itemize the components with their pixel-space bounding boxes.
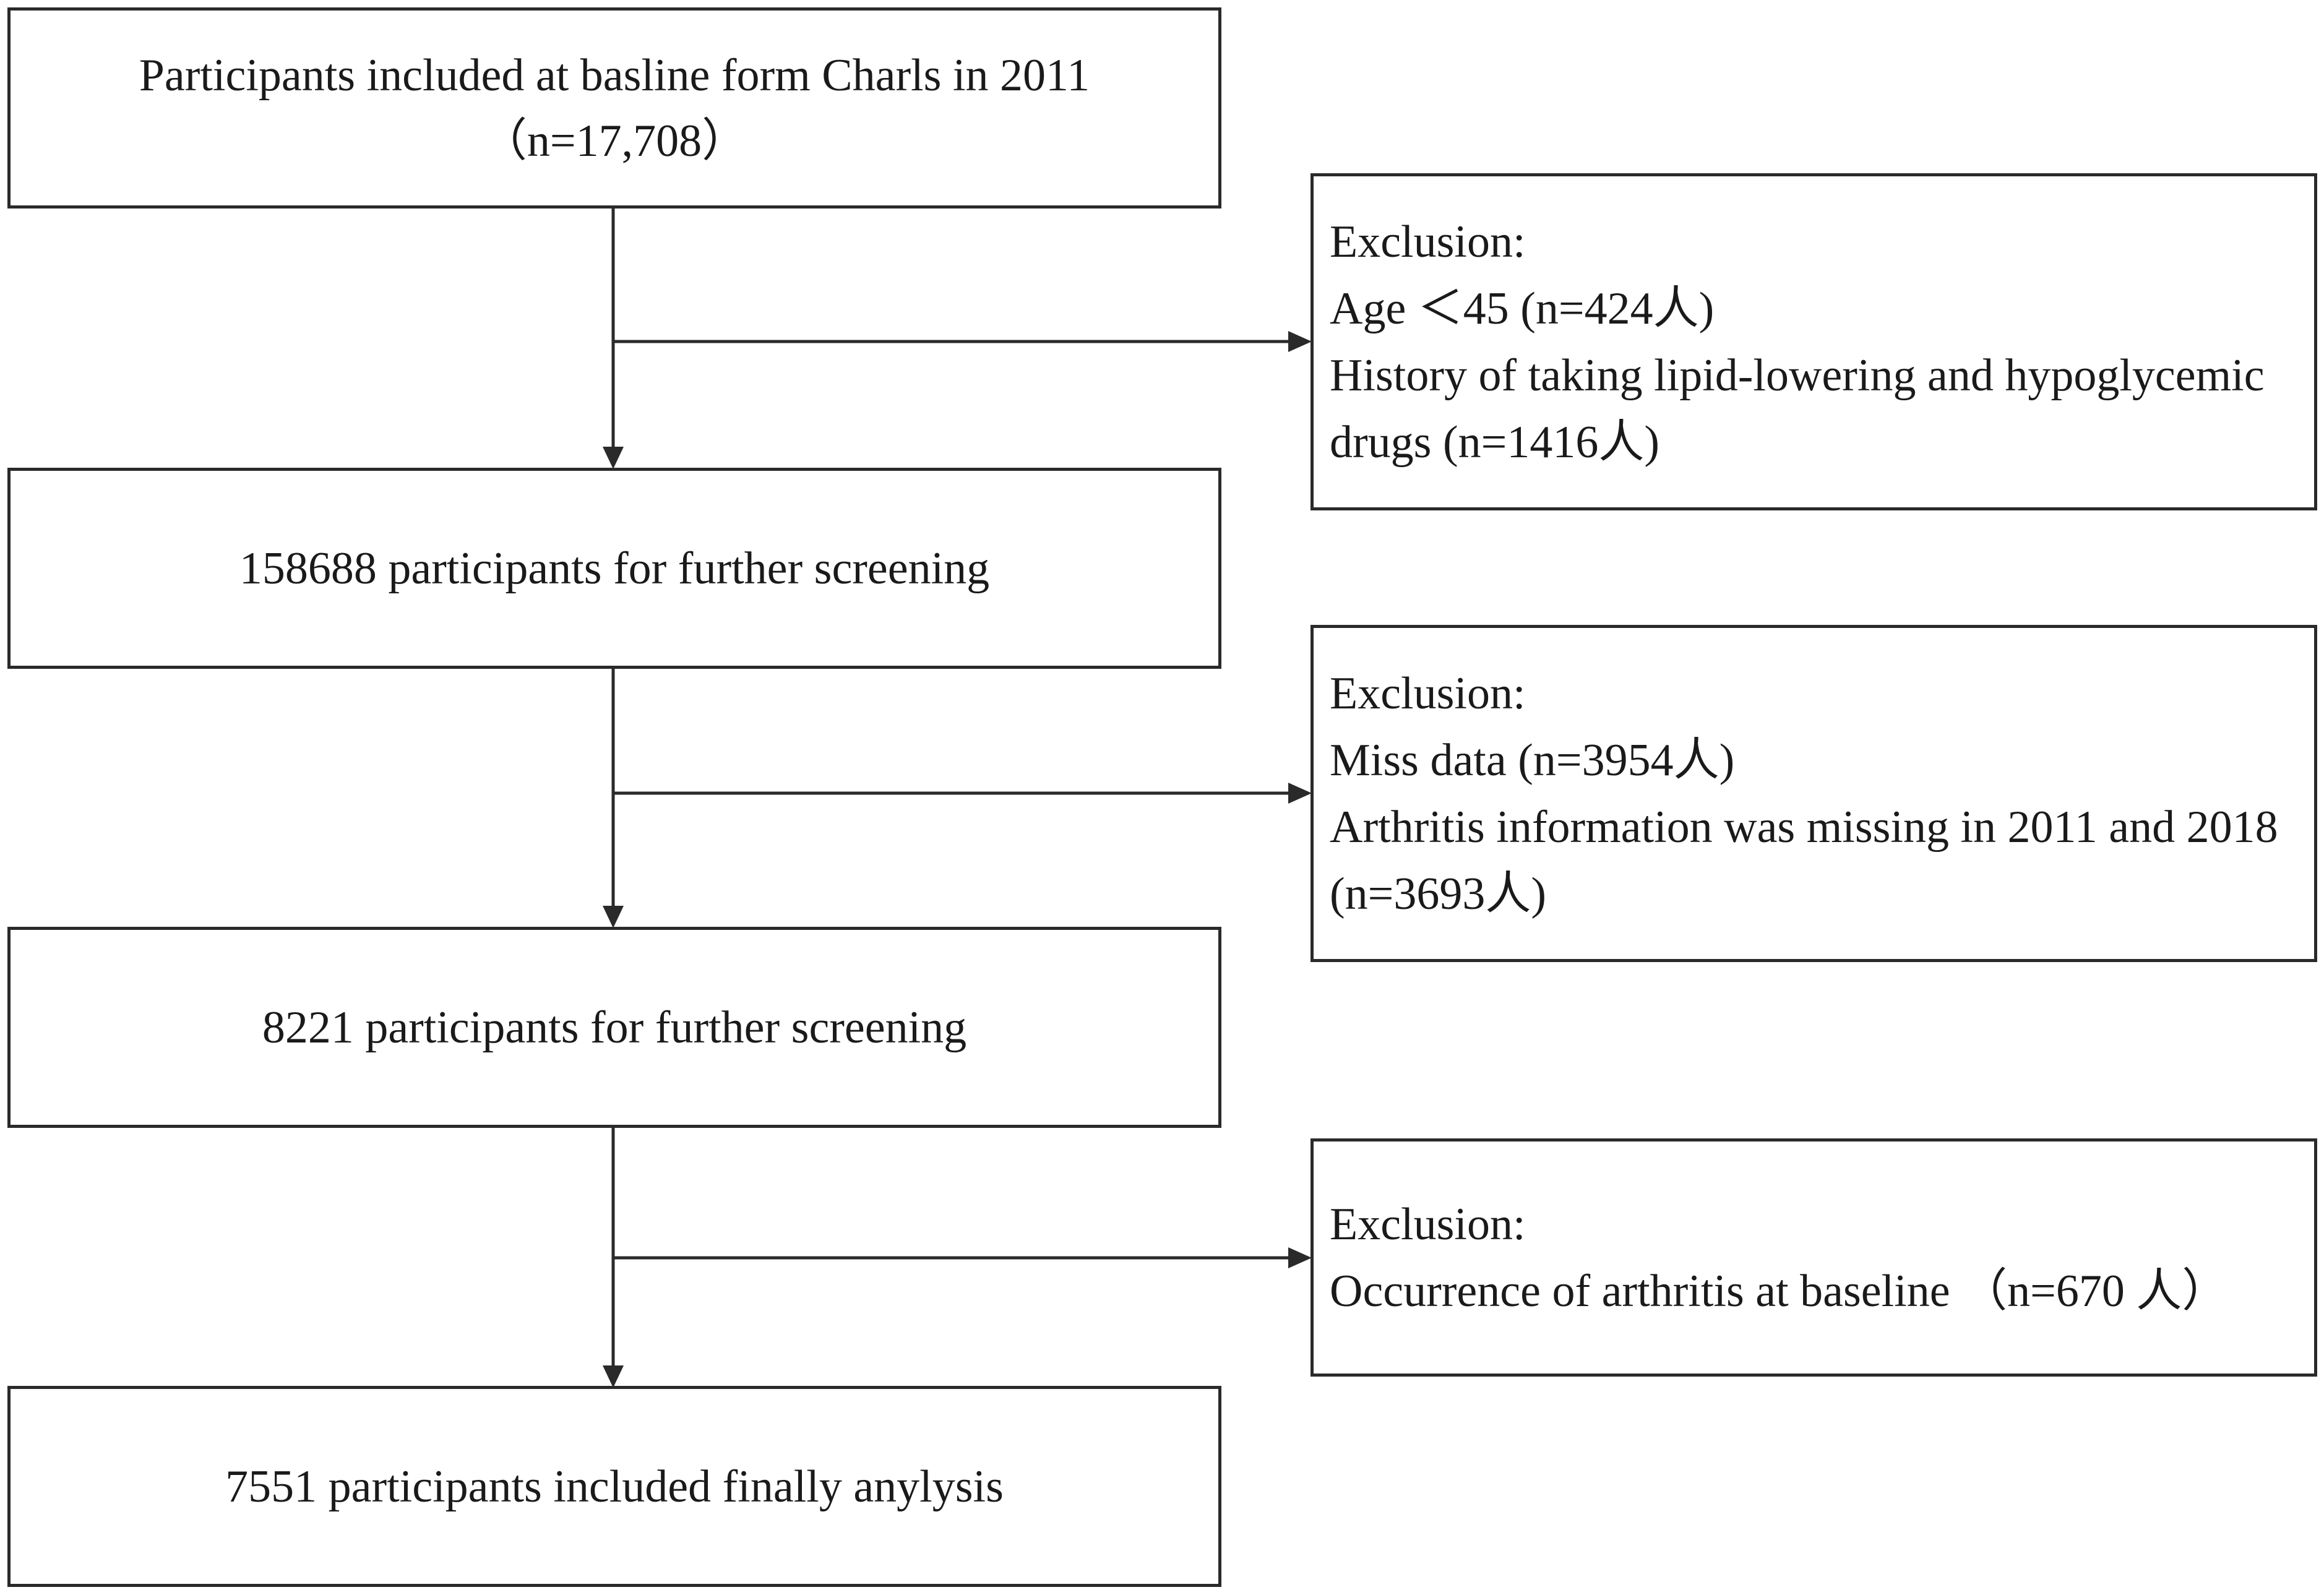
step-screening-1-text: 158688 participants for further screenin… [239,543,990,594]
step-screening-2-text: 8221 participants for further screening [262,1002,967,1053]
step-final-text: 7551 participants included finally anyly… [225,1461,1004,1512]
step-box-screening-1: 158688 participants for further screenin… [7,468,1221,669]
step-box-final: 7551 participants included finally anyly… [7,1386,1221,1587]
step-baseline-count: （n=17,708） [481,115,748,166]
arrowhead-exclusion-3 [1288,1247,1312,1268]
exclusion-1-line-1: Age ＜45 (n=424人) [1330,283,1715,334]
exclusion-1-line-3: drugs (n=1416人) [1330,416,1659,468]
exclusion-1-line-2: History of taking lipid-lowering and hyp… [1330,350,2265,401]
exclusion-2-line-2: Arthritis information was missing in 201… [1330,801,2278,853]
arrowhead-step2 [603,447,624,469]
exclusion-box-1: Exclusion: Age ＜45 (n=424人) History of t… [1310,173,2317,510]
exclusion-2-heading: Exclusion: [1330,668,1526,719]
exclusion-box-3: Exclusion: Occurrence of arthritis at ba… [1310,1138,2317,1377]
exclusion-2-line-3: (n=3693人) [1330,868,1547,919]
exclusion-2-line-1: Miss data (n=3954人) [1330,734,1735,786]
step-baseline-text: Participants included at basline form Ch… [139,49,1090,101]
exclusion-3-line-1: Occurrence of arthritis at baseline （n=6… [1330,1265,2228,1317]
step-box-baseline: Participants included at basline form Ch… [7,7,1221,209]
arrowhead-exclusion-2 [1288,783,1312,804]
arrowhead-step3 [603,906,624,928]
arrowhead-step4 [603,1365,624,1388]
step-box-screening-2: 8221 participants for further screening [7,927,1221,1128]
exclusion-3-heading: Exclusion: [1330,1198,1526,1250]
exclusion-box-2: Exclusion: Miss data (n=3954人) Arthritis… [1310,625,2317,962]
arrowhead-exclusion-1 [1288,331,1312,352]
exclusion-1-heading: Exclusion: [1330,216,1526,267]
